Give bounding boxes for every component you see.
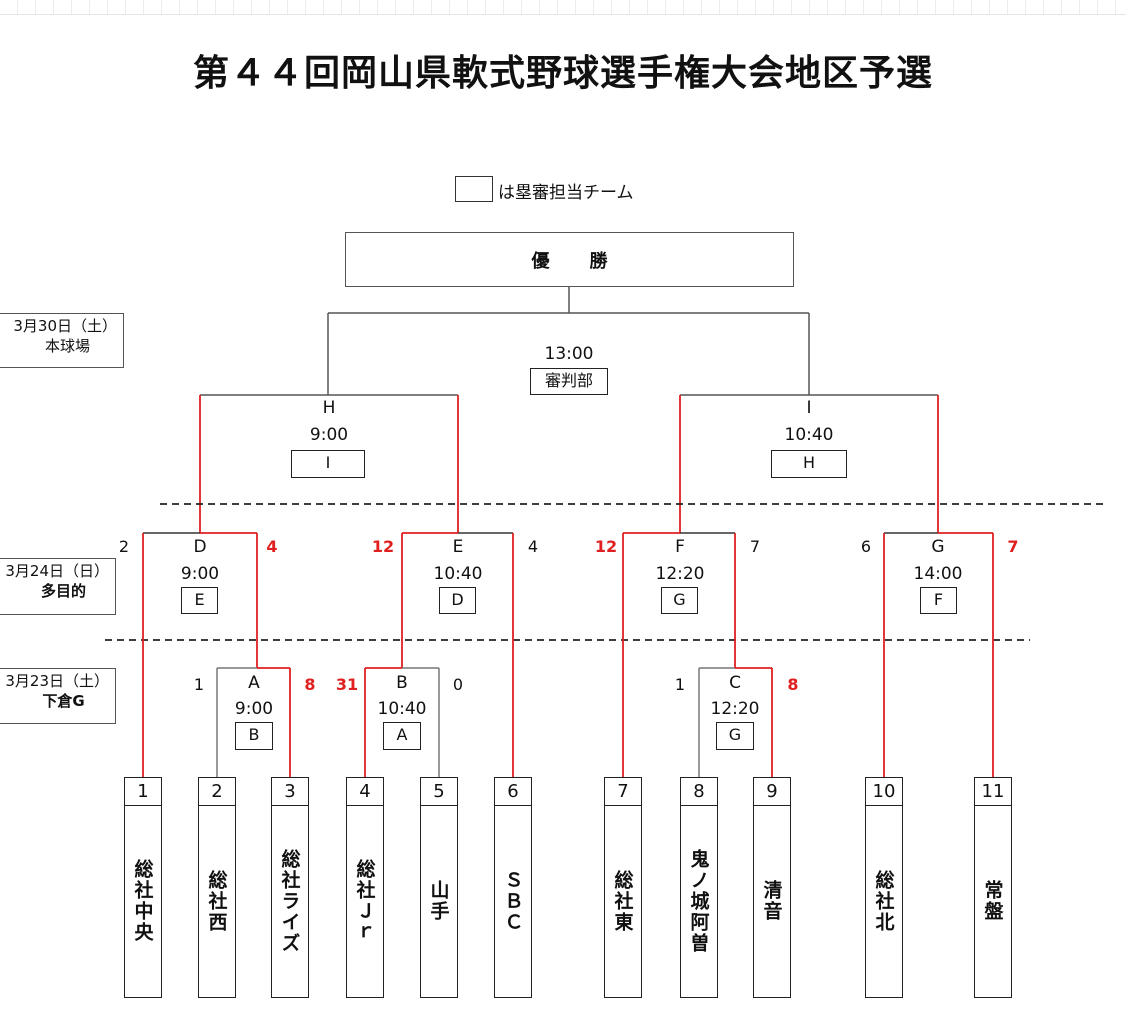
team-name: 総社北 [872, 869, 895, 933]
match-d-umpire: E [181, 587, 218, 614]
match-b-label: B [396, 673, 408, 693]
match-e-score-right: 4 [527, 537, 539, 556]
final-umpire-box: 審判部 [530, 368, 608, 395]
match-e-score-left: 12 [371, 537, 395, 556]
match-d-label: D [193, 537, 207, 557]
match-h-umpire: I [291, 450, 365, 478]
match-e-time: 10:40 [433, 564, 483, 584]
match-f-label: F [675, 537, 685, 557]
team-number: 2 [199, 778, 235, 806]
match-a-score-left: 1 [193, 675, 205, 694]
venue-label: 本球場 [44, 337, 90, 355]
team-name: 清音 [760, 880, 783, 922]
match-c-umpire: G [716, 722, 754, 750]
legend-text: は塁審担当チーム [498, 183, 634, 203]
match-f-time: 12:20 [655, 564, 705, 584]
match-a-score-right: 8 [304, 675, 316, 694]
team-box: 8 鬼ノ城阿曽 [680, 777, 718, 998]
match-f-score-right: 7 [749, 537, 761, 556]
final-time: 13:00 [544, 344, 594, 364]
legend-umpire-box [455, 176, 493, 202]
team-number: 5 [421, 778, 457, 806]
date-label: 3月24日（日） [5, 562, 109, 580]
match-d-time: 9:00 [180, 564, 220, 584]
match-b-score-right: 0 [452, 675, 464, 694]
match-c-score-right: 8 [787, 675, 799, 694]
date-label: 3月30日（土） [13, 317, 117, 335]
team-number: 10 [866, 778, 902, 806]
match-g-umpire: F [920, 587, 957, 614]
match-h-label: H [322, 398, 336, 418]
match-d-score-right: 4 [266, 537, 278, 556]
date-label: 3月23日（土） [5, 672, 109, 690]
match-f-score-left: 12 [594, 537, 618, 556]
team-number: 8 [681, 778, 717, 806]
team-name: 総社西 [205, 869, 228, 933]
venue-label: 下倉G [42, 692, 85, 710]
match-c-label: C [729, 673, 741, 693]
team-box: 4 総社Ｊｒ [346, 777, 384, 998]
match-e-umpire: D [439, 587, 476, 614]
match-c-score-left: 1 [674, 675, 686, 694]
champion-box: 優勝 [345, 232, 794, 287]
team-box: 7 総社東 [604, 777, 642, 998]
team-box: 5 山手 [420, 777, 458, 998]
team-name: 常盤 [981, 880, 1004, 922]
team-name: 総社中央 [131, 859, 154, 943]
match-i-umpire: H [771, 450, 847, 478]
team-box: 11 常盤 [974, 777, 1012, 998]
team-box: 2 総社西 [198, 777, 236, 998]
match-e-label: E [452, 537, 464, 557]
team-number: 7 [605, 778, 641, 806]
match-a-umpire: B [235, 722, 273, 750]
team-name: 総社東 [611, 869, 634, 933]
team-name: 山手 [427, 880, 450, 922]
team-name: ＳＢＣ [501, 869, 524, 933]
match-a-time: 9:00 [234, 699, 274, 719]
team-number: 9 [754, 778, 790, 806]
team-number: 3 [272, 778, 308, 806]
team-box: 10 総社北 [865, 777, 903, 998]
match-b-score-left: 31 [335, 675, 359, 694]
team-box: 1 総社中央 [124, 777, 162, 998]
team-number: 4 [347, 778, 383, 806]
date-box-second-round: 3月24日（日） 多目的 [0, 558, 116, 615]
team-name: 総社ライズ [278, 848, 301, 954]
match-i-time: 10:40 [784, 425, 834, 445]
venue-label: 多目的 [40, 582, 86, 600]
match-c-time: 12:20 [710, 699, 760, 719]
match-g-score-left: 6 [860, 537, 872, 556]
match-b-umpire: A [383, 722, 421, 750]
date-box-first-round: 3月23日（土） 下倉G [0, 668, 116, 724]
match-g-score-right: 7 [1007, 537, 1019, 556]
match-h-time: 9:00 [309, 425, 349, 445]
match-i-label: I [806, 398, 812, 418]
match-g-time: 14:00 [913, 564, 963, 584]
match-d-score-left: 2 [118, 537, 130, 556]
team-name: 総社Ｊｒ [353, 859, 376, 943]
team-number: 11 [975, 778, 1011, 806]
team-box: 3 総社ライズ [271, 777, 309, 998]
team-number: 6 [495, 778, 531, 806]
page-title: 第４４回岡山県軟式野球選手権大会地区予選 [192, 53, 933, 94]
match-a-label: A [248, 673, 260, 693]
match-f-umpire: G [661, 587, 698, 614]
team-name: 鬼ノ城阿曽 [687, 848, 710, 954]
team-number: 1 [125, 778, 161, 806]
date-box-final-round: 3月30日（土） 本球場 [0, 313, 124, 368]
match-b-time: 10:40 [377, 699, 427, 719]
match-g-label: G [931, 537, 945, 557]
team-box: 6 ＳＢＣ [494, 777, 532, 998]
team-box: 9 清音 [753, 777, 791, 998]
page-ruler [0, 0, 1126, 15]
